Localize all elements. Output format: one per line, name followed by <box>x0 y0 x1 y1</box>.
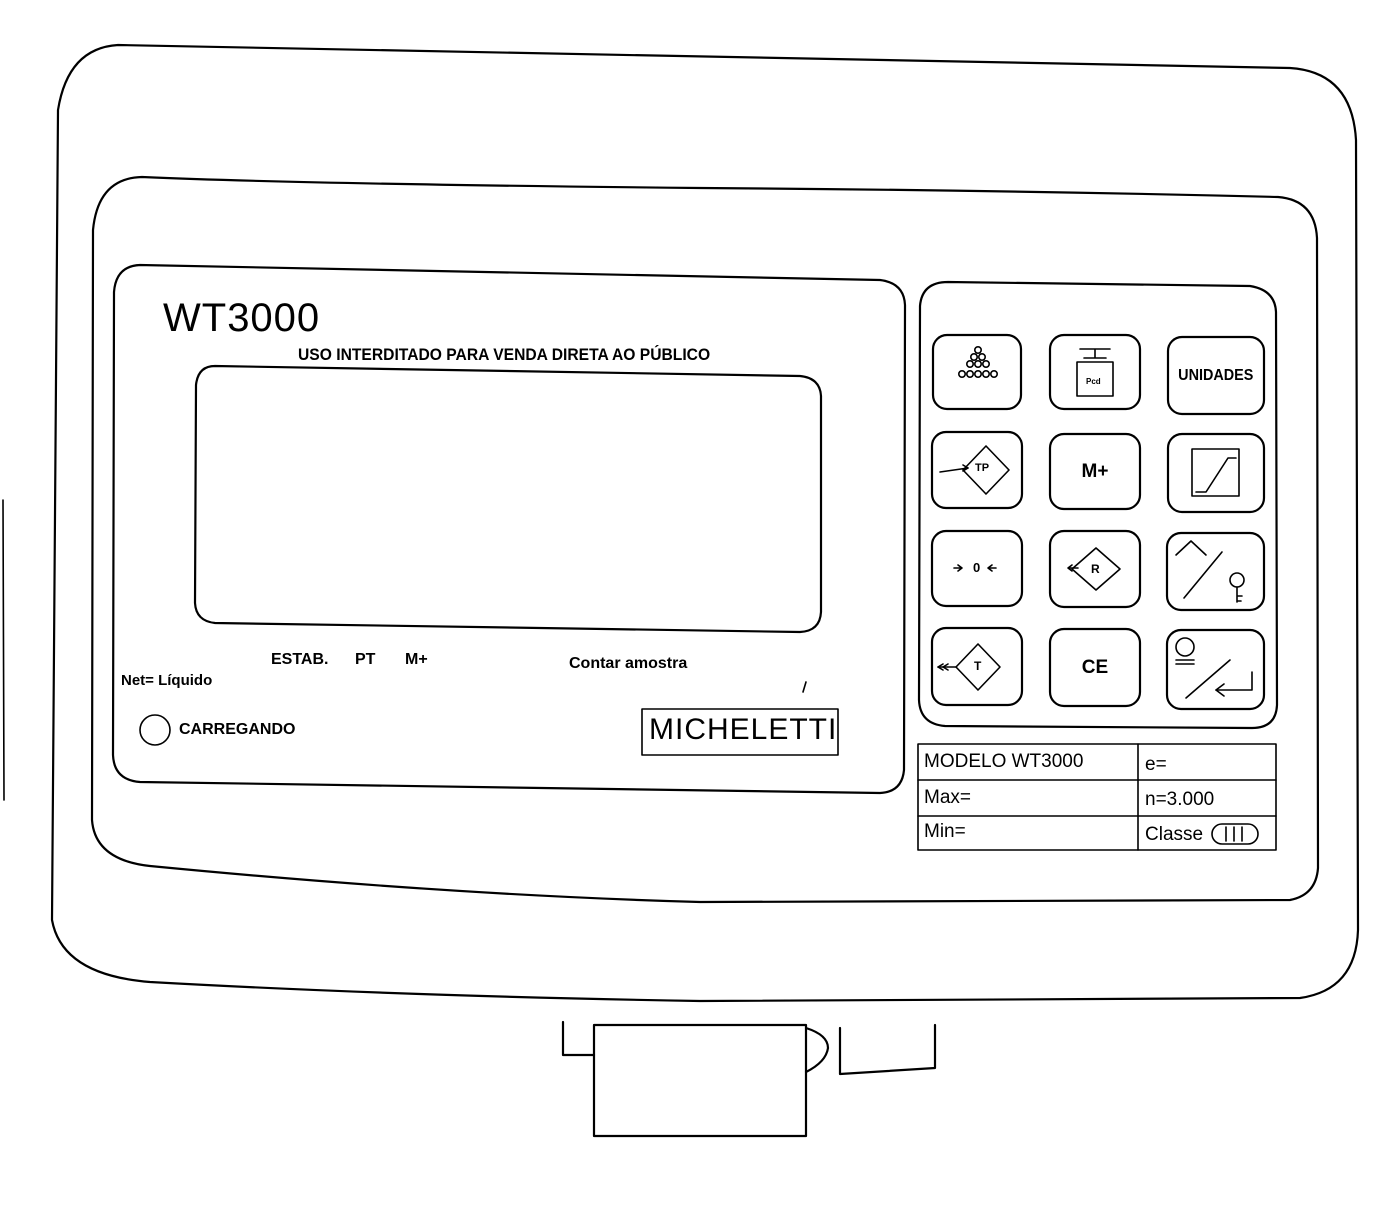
recall-button[interactable]: R <box>1050 531 1140 607</box>
tare-preset-button[interactable]: TP <box>932 432 1022 508</box>
ramp-icon <box>1191 448 1240 497</box>
memory-add-button[interactable]: M+ <box>1050 434 1140 509</box>
zero-button[interactable]: 0 <box>932 531 1022 606</box>
charging-label: CARREGANDO <box>179 721 296 738</box>
print-lock-icon <box>1175 540 1245 603</box>
tare-icon <box>937 643 1001 691</box>
keypad-frame <box>917 280 1279 730</box>
spec-min: Min= <box>924 821 966 842</box>
count-sample-indicator: Contar amostra <box>569 655 688 672</box>
units-button[interactable]: UNIDADES <box>1168 337 1264 414</box>
display-frame <box>111 263 907 795</box>
spec-e: e= <box>1145 754 1167 775</box>
recall-label: R <box>1091 562 1100 576</box>
enter-icon <box>1175 637 1253 699</box>
accuracy-class-icon <box>1211 823 1259 845</box>
tare-button[interactable]: T <box>932 628 1022 705</box>
memory-add-label: M+ <box>1081 460 1109 482</box>
tare-label: T <box>974 659 982 673</box>
cable-connectors <box>561 1020 937 1138</box>
piece-count-icon <box>957 345 998 378</box>
sale-warning: USO INTERDITADO PARA VENDA DIRETA AO PÚB… <box>298 345 711 364</box>
tare-preset-label: TP <box>975 462 990 474</box>
tare-preset-icon <box>939 445 1010 495</box>
charging-led <box>139 714 171 746</box>
units-label: UNIDADES <box>1178 366 1254 384</box>
zero-label: 0 <box>973 560 981 575</box>
spec-class: Classe <box>1145 824 1204 845</box>
outer-housing <box>50 43 1360 1003</box>
brand-logo: MICHELETTI <box>649 713 838 746</box>
pt-indicator: PT <box>355 651 376 668</box>
clear-label: CE <box>1081 656 1109 678</box>
spec-max: Max= <box>924 787 971 808</box>
net-indicator: Net= Líquido <box>121 672 213 689</box>
spec-table-grid <box>917 743 1277 851</box>
model-title: WT3000 <box>163 296 321 340</box>
spec-model: MODELO WT3000 <box>924 751 1084 772</box>
piece-count-button[interactable] <box>933 335 1021 409</box>
recall-icon <box>1067 547 1121 591</box>
spec-n: n=3.000 <box>1145 789 1215 810</box>
lcd-window <box>193 364 823 634</box>
print-button[interactable] <box>1167 533 1264 610</box>
stability-button[interactable] <box>1168 434 1264 512</box>
zero-icon <box>953 564 997 572</box>
weight-icon <box>1076 348 1114 397</box>
stray-marks <box>2 499 807 801</box>
enter-button[interactable] <box>1167 630 1264 709</box>
memory-indicator: M+ <box>405 651 428 668</box>
stable-indicator: ESTAB. <box>271 651 329 668</box>
front-panel <box>90 175 1320 904</box>
weight-label: Pcd <box>1086 377 1101 386</box>
clear-button[interactable]: CE <box>1050 629 1140 706</box>
weigh-button[interactable]: Pcd <box>1050 335 1140 409</box>
brand-box <box>641 708 839 756</box>
